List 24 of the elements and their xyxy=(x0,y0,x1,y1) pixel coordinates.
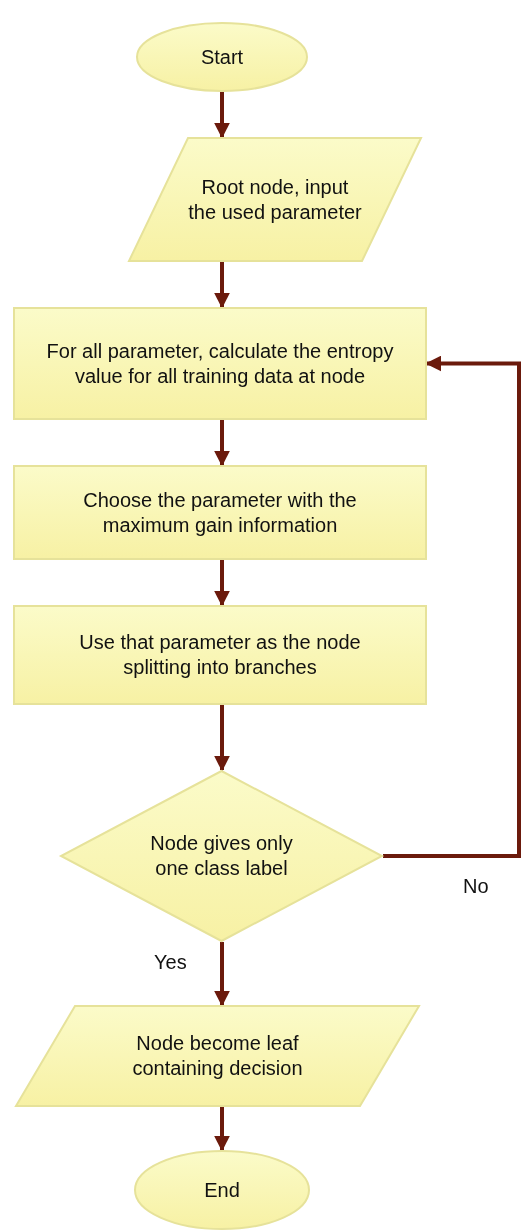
arrow xyxy=(214,705,230,772)
node-text: Node become leaf containing decision xyxy=(131,1031,304,1081)
terminal-ellipse xyxy=(134,1150,310,1230)
node-text: Root node, input the used parameter xyxy=(187,174,363,225)
arrow xyxy=(214,92,230,139)
arrow xyxy=(383,355,521,858)
arrow xyxy=(214,942,230,1007)
process-box xyxy=(13,465,427,560)
node-text: Choose the parameter with the maximum gain information xyxy=(82,487,358,538)
node-text: End xyxy=(204,1177,240,1203)
io-parallelogram xyxy=(15,1005,420,1107)
arrow xyxy=(214,262,230,309)
process-box xyxy=(13,307,427,420)
node-text: Use that parameter as the node splitting into branches xyxy=(78,630,362,680)
node-text: Node gives only one class label xyxy=(149,831,294,881)
node-text: For all parameter, calculate the entropy value for all training data at node xyxy=(45,338,395,389)
io-parallelogram xyxy=(128,137,422,262)
decision-diamond xyxy=(60,770,383,942)
process-box xyxy=(13,605,427,705)
arrow xyxy=(214,560,230,607)
arrow xyxy=(214,1107,230,1152)
terminal-ellipse xyxy=(136,22,308,92)
arrow xyxy=(214,420,230,467)
node-text: Start xyxy=(200,44,244,70)
